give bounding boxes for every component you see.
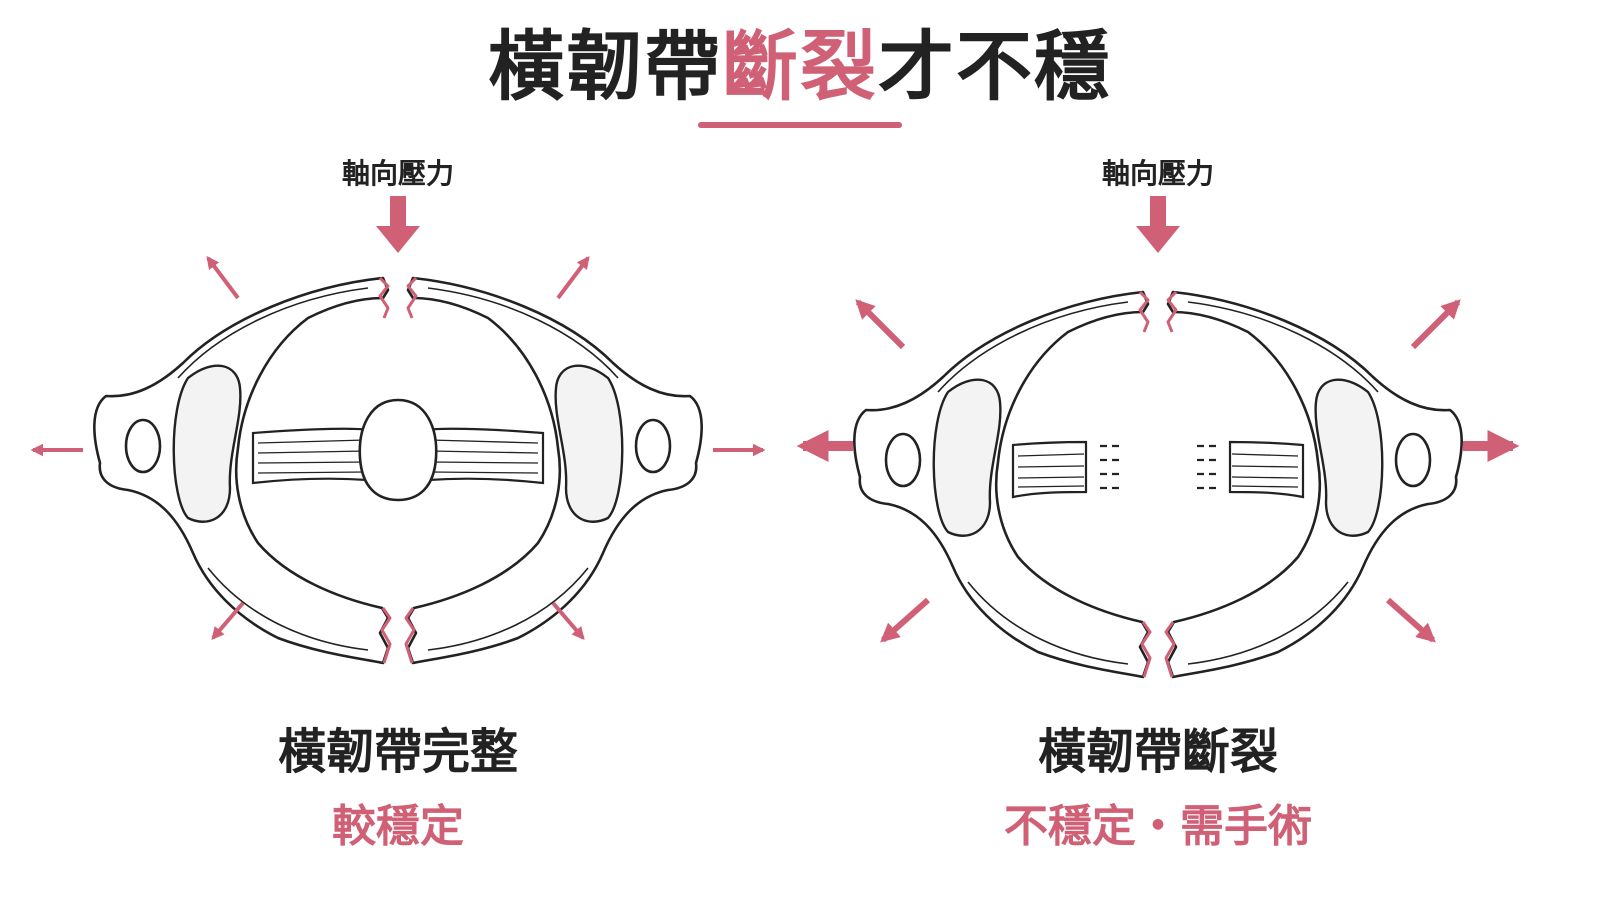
title-part1: 橫韌帶	[488, 22, 722, 111]
expansion-arrow	[1386, 597, 1436, 643]
atlas-ruptured	[796, 196, 1520, 679]
axial-force-arrow	[376, 196, 420, 253]
transverse-ligament-left	[251, 427, 370, 485]
ligament-stump-right	[1228, 440, 1305, 499]
title-underline	[698, 122, 902, 128]
rupture-gap	[1100, 444, 1216, 490]
subcaption-ruptured: 不穩定・需手術	[1004, 801, 1312, 852]
expansion-arrow	[880, 597, 930, 643]
title-highlight: 斷裂	[722, 22, 878, 111]
title-part2: 才不穩	[878, 22, 1112, 111]
force-label-ruptured: 軸向壓力	[1101, 157, 1214, 190]
expansion-arrow	[855, 299, 906, 350]
page-title: 橫韌帶斷裂才不穩	[0, 22, 1600, 112]
atlas-intact	[30, 196, 766, 665]
subcaption-intact: 較穩定	[332, 801, 464, 852]
caption-ruptured: 橫韌帶斷裂	[1037, 724, 1278, 780]
expansion-arrow	[1410, 299, 1461, 350]
expansion-arrow	[206, 255, 240, 300]
expansion-arrow	[211, 601, 245, 640]
expansion-arrow	[551, 601, 585, 640]
expansion-arrow	[556, 255, 590, 300]
axial-force-arrow	[1136, 196, 1180, 253]
caption-intact: 橫韌帶完整	[277, 724, 518, 780]
force-label-intact: 軸向壓力	[341, 157, 454, 190]
dens	[358, 398, 438, 502]
ligament-stump-left	[1011, 440, 1088, 499]
transverse-ligament-right	[426, 427, 545, 485]
